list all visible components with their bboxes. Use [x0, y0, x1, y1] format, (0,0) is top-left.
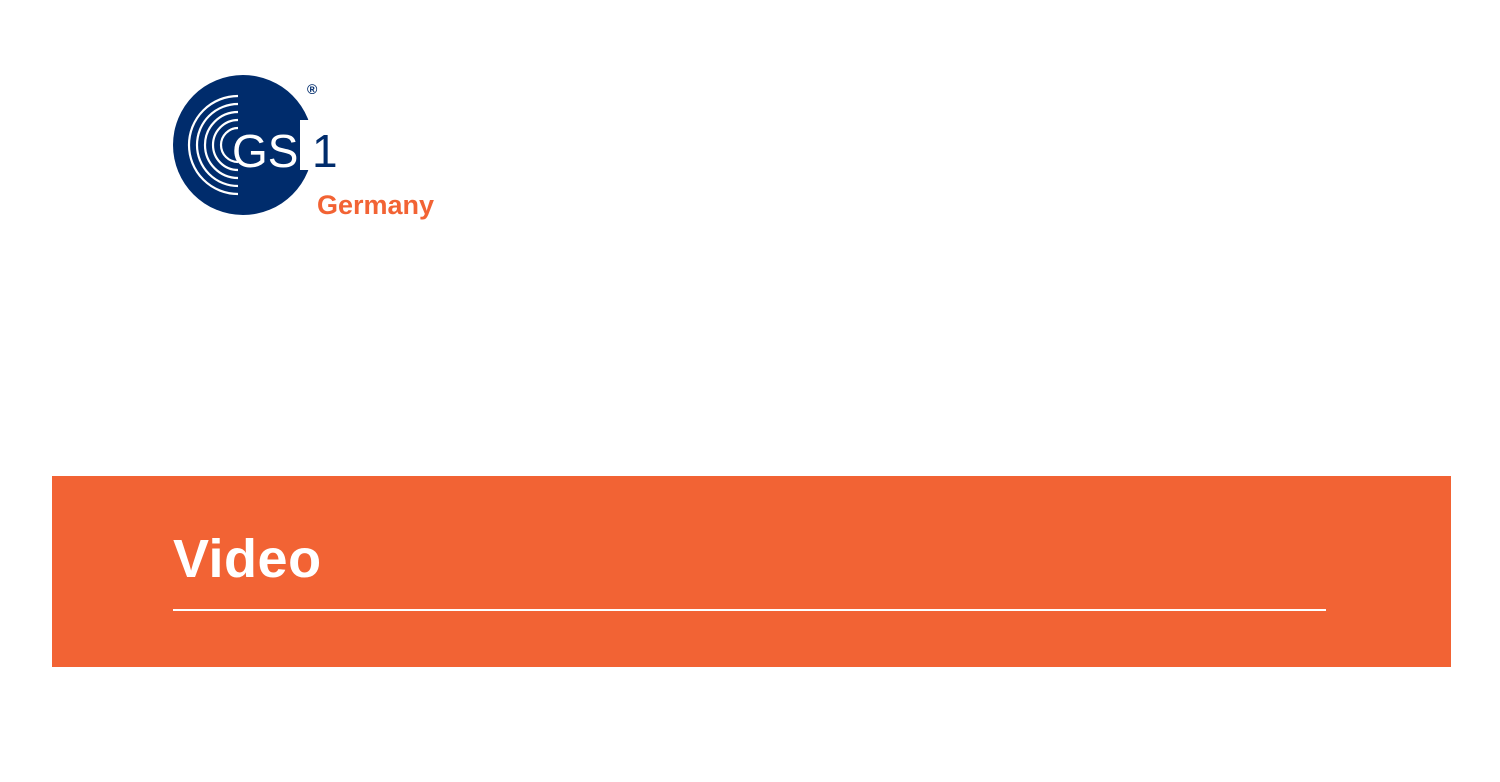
gs1-germany-logo: GS 1 ® Germany [170, 72, 470, 232]
gs1-globe-logo-icon: GS 1 ® Germany [173, 75, 434, 220]
logo-wordmark-one: 1 [312, 125, 338, 177]
banner-divider [173, 609, 1326, 611]
globe-circle [173, 75, 313, 215]
banner-title: Video [173, 529, 322, 589]
registered-mark: ® [307, 81, 318, 97]
title-banner: Video [52, 476, 1451, 667]
logo-wordmark-gs: GS [232, 125, 298, 177]
logo-country: Germany [317, 190, 434, 220]
